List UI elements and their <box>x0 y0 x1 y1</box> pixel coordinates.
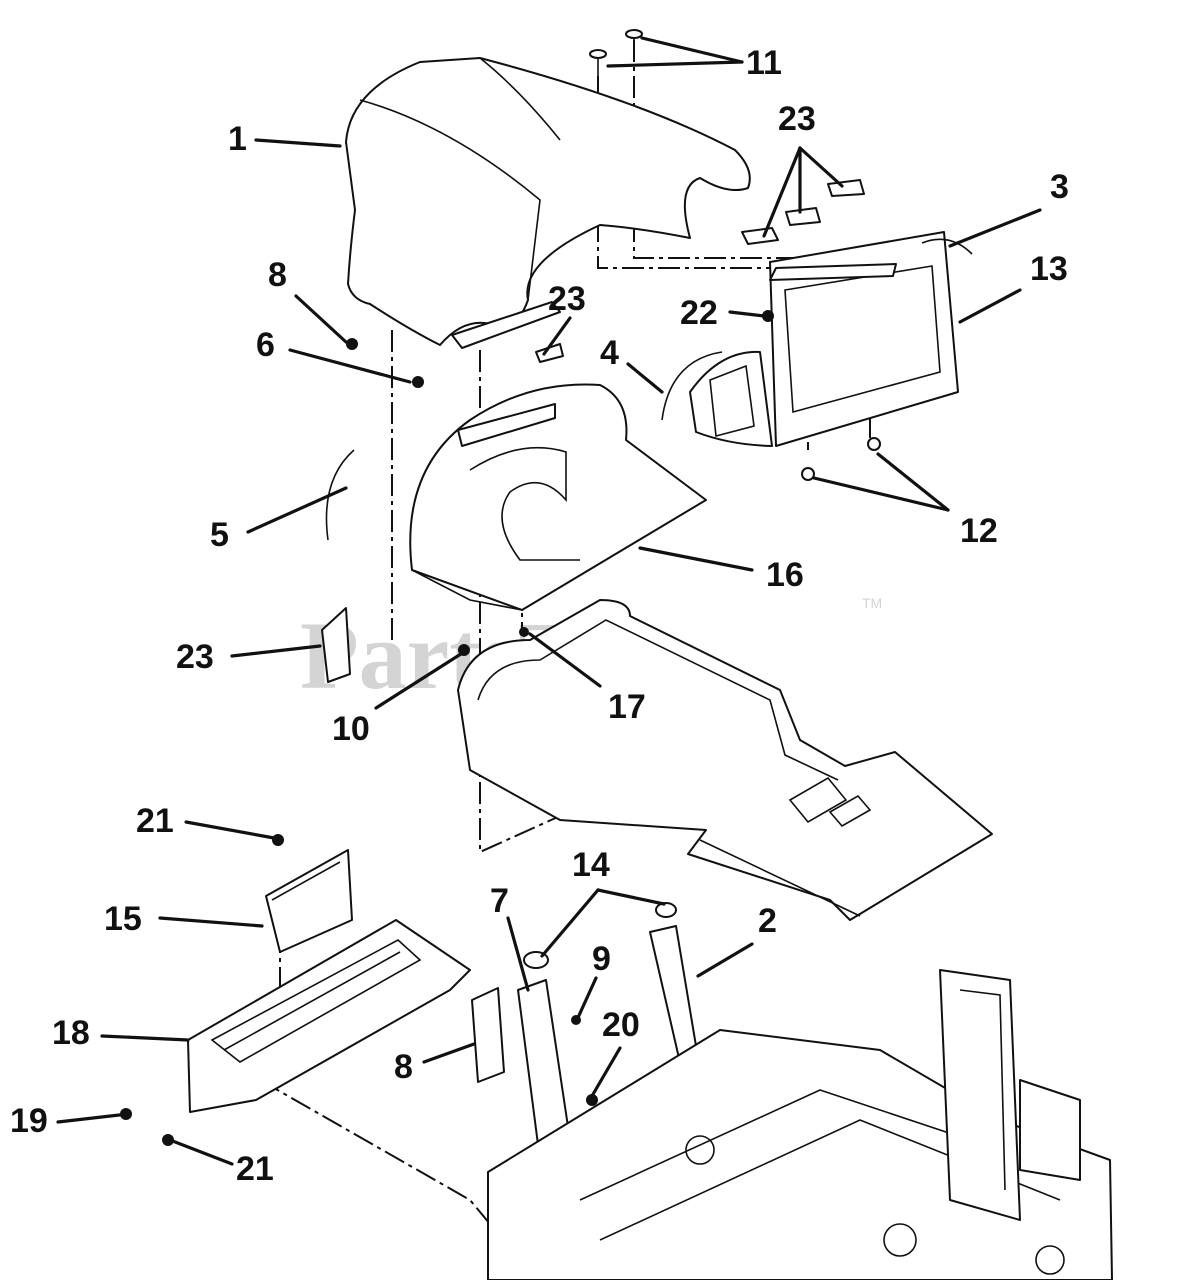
callout-14: 14 <box>572 846 610 884</box>
callout-5: 5 <box>210 516 229 554</box>
callout-8-upper: 8 <box>268 256 287 294</box>
callout-10: 10 <box>332 710 370 748</box>
part-1-hood <box>345 57 751 346</box>
callout-1: 1 <box>228 120 247 158</box>
callout-19: 19 <box>10 1102 48 1140</box>
callout-23-left: 23 <box>176 638 214 676</box>
callout-labels: 1 2 3 4 5 6 7 8 8 9 10 11 12 13 14 15 16… <box>10 44 1069 1188</box>
watermark-trademark: TM <box>862 595 882 611</box>
callout-21-upper: 21 <box>136 802 174 840</box>
part-5-strip <box>325 449 355 541</box>
callout-8-lower: 8 <box>394 1048 413 1086</box>
callout-18: 18 <box>52 1014 90 1052</box>
part-8-clip-lower <box>471 987 505 1083</box>
callout-7: 7 <box>490 882 509 920</box>
callout-12: 12 <box>960 512 998 550</box>
callout-22: 22 <box>680 294 718 332</box>
part-23-decals <box>321 179 865 683</box>
callout-4: 4 <box>600 334 619 372</box>
callout-11: 11 <box>746 44 782 82</box>
part-3-strip <box>921 238 973 255</box>
part-13-side-panel <box>769 231 959 447</box>
callout-15: 15 <box>104 900 142 938</box>
callout-23-middle: 23 <box>548 280 586 318</box>
part-22-panel <box>689 350 773 447</box>
tractor-chassis <box>487 969 1113 1280</box>
callout-21-lower: 21 <box>236 1150 274 1188</box>
callout-17: 17 <box>608 688 646 726</box>
callout-16: 16 <box>766 556 804 594</box>
callout-6: 6 <box>256 326 275 364</box>
part-18-plate <box>187 919 471 1113</box>
part-4-strip <box>661 351 723 421</box>
leader-lines <box>56 36 1042 1166</box>
part-11-bolts <box>589 29 643 76</box>
part-12-nuts <box>801 437 881 481</box>
callout-9: 9 <box>592 940 611 978</box>
part-16-shroud <box>409 301 707 611</box>
callout-20: 20 <box>602 1006 640 1044</box>
callout-23-top: 23 <box>778 100 816 138</box>
callout-2: 2 <box>758 902 777 940</box>
part-15-bracket <box>265 849 353 953</box>
seat-pan-frame <box>457 599 993 921</box>
hardware-dots <box>120 310 774 1146</box>
callout-13: 13 <box>1030 250 1068 288</box>
callout-3: 3 <box>1050 168 1069 206</box>
